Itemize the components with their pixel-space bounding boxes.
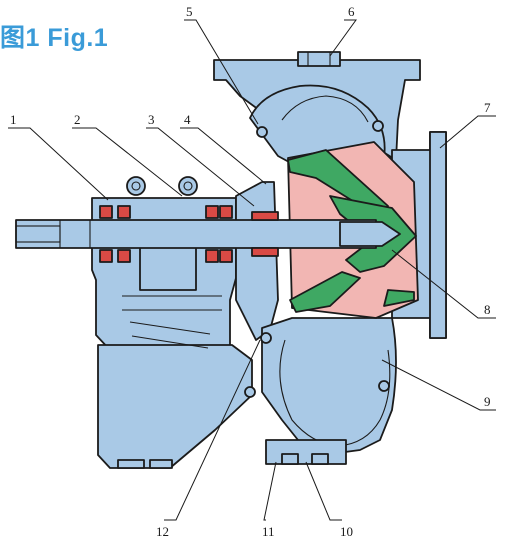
- callout-7: 7: [484, 100, 491, 115]
- callout-5: 5: [186, 4, 193, 19]
- callout-10: 10: [340, 524, 353, 539]
- callout-4: 4: [184, 112, 191, 127]
- lifting-eye-left: [126, 176, 146, 196]
- volute-lower: [261, 317, 397, 453]
- callout-6: 6: [348, 4, 355, 19]
- outlet-top-bolt: [297, 51, 341, 67]
- callout-1: 1: [10, 112, 17, 127]
- callout-labels: 1 2 3 4 5 6 7 8 9 10 11 12: [10, 4, 491, 539]
- impeller-vane-lower: [289, 271, 361, 313]
- callout-3: 3: [148, 112, 155, 127]
- pump-shaft: [15, 219, 377, 249]
- callout-2: 2: [74, 112, 81, 127]
- callout-11: 11: [262, 524, 275, 539]
- bearing-rear: [205, 205, 233, 263]
- lifting-eye-right: [178, 176, 198, 196]
- casing-foot: [265, 439, 347, 465]
- bearing-pedestal: [97, 344, 253, 469]
- shaft-sleeve: [251, 211, 279, 221]
- impeller-nut: [339, 221, 401, 247]
- figure-title: 图1 Fig.1: [0, 24, 109, 52]
- callout-leaders: [8, 19, 496, 521]
- bearing-front: [99, 205, 131, 263]
- callout-12: 12: [156, 524, 169, 539]
- frame-adapter: [235, 181, 279, 341]
- callout-9: 9: [484, 394, 491, 409]
- pump-body: [15, 51, 447, 469]
- callout-8: 8: [484, 302, 491, 317]
